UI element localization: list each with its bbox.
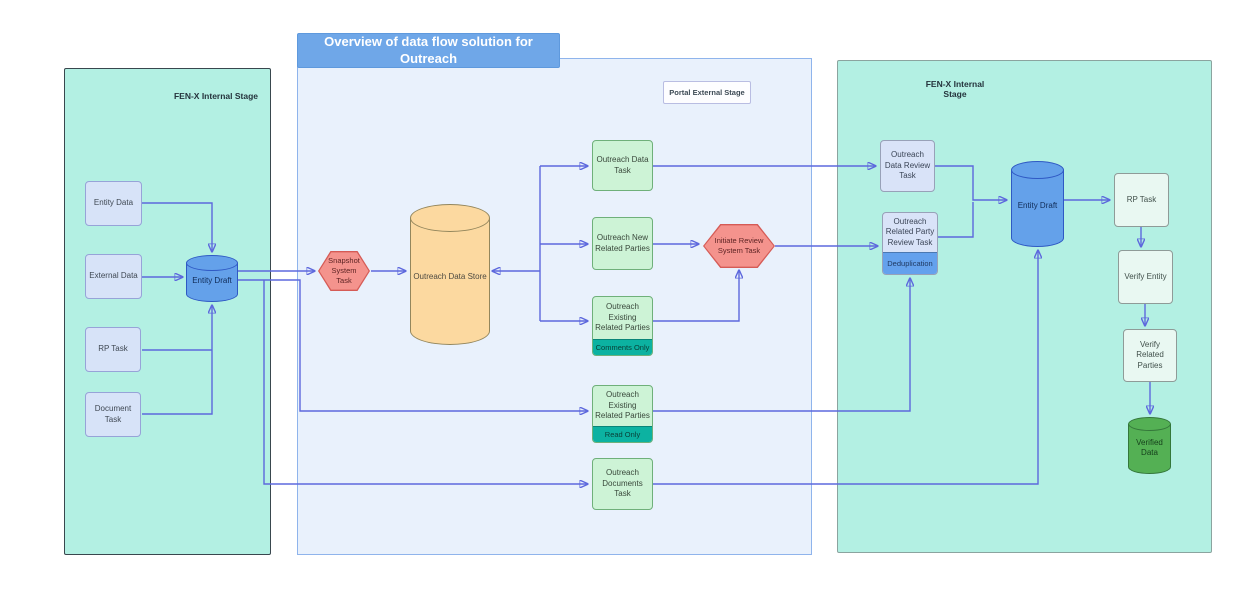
right-stage-container (837, 60, 1212, 553)
verified-data-cylinder: Verified Data (1128, 417, 1171, 474)
comments-only-badge: Comments Only (593, 339, 652, 355)
right-stage-title: FEN-X Internal Stage (925, 79, 985, 99)
node-document-task: Document Task (85, 392, 141, 437)
entity-draft-cylinder-right: Entity Draft (1011, 161, 1064, 247)
node-rp-task-right: RP Task (1114, 173, 1169, 227)
node-external-data: External Data (85, 254, 142, 299)
cylinder-top-ellipse (186, 255, 238, 271)
initiate-review-system-task-hexagon: Initiate Review System Task (703, 224, 775, 268)
node-outreach-data-task: Outreach Data Task (592, 140, 653, 191)
node-verify-entity: Verify Entity (1118, 250, 1173, 304)
snapshot-system-task-hexagon: Snapshot System Task (318, 251, 370, 291)
diagram-title-banner: Overview of data flow solution for Outre… (297, 33, 560, 68)
portal-stage-container (297, 58, 812, 555)
node-outreach-documents-task: Outreach Documents Task (592, 458, 653, 510)
node-outreach-existing-related-parties-comments: Outreach Existing Related Parties Commen… (592, 296, 653, 356)
read-only-badge: Read Only (593, 426, 652, 442)
portal-external-stage-label: Portal External Stage (663, 81, 751, 104)
cylinder-top-ellipse (1011, 161, 1064, 179)
cylinder-top-ellipse (410, 204, 490, 232)
deduplication-badge: Deduplication (883, 252, 937, 274)
node-verify-related-parties: Verify Related Parties (1123, 329, 1177, 382)
outreach-data-store-cylinder: Outreach Data Store (410, 204, 490, 345)
node-outreach-data-review-task: Outreach Data Review Task (880, 140, 935, 192)
cylinder-top-ellipse (1128, 417, 1171, 431)
node-outreach-existing-related-parties-readonly: Outreach Existing Related Parties Read O… (592, 385, 653, 443)
entity-draft-cylinder-left: Entity Draft (186, 255, 238, 302)
left-stage-title: FEN-X Internal Stage (173, 91, 259, 101)
node-rp-task-left: RP Task (85, 327, 141, 372)
left-stage-container (64, 68, 271, 555)
cylinder-body (1011, 170, 1064, 247)
node-entity-data: Entity Data (85, 181, 142, 226)
node-outreach-new-related-parties: Outreach New Related Parties (592, 217, 653, 270)
node-outreach-related-party-review-task: Outreach Related Party Review Task Dedup… (882, 212, 938, 275)
cylinder-body (1128, 424, 1171, 474)
